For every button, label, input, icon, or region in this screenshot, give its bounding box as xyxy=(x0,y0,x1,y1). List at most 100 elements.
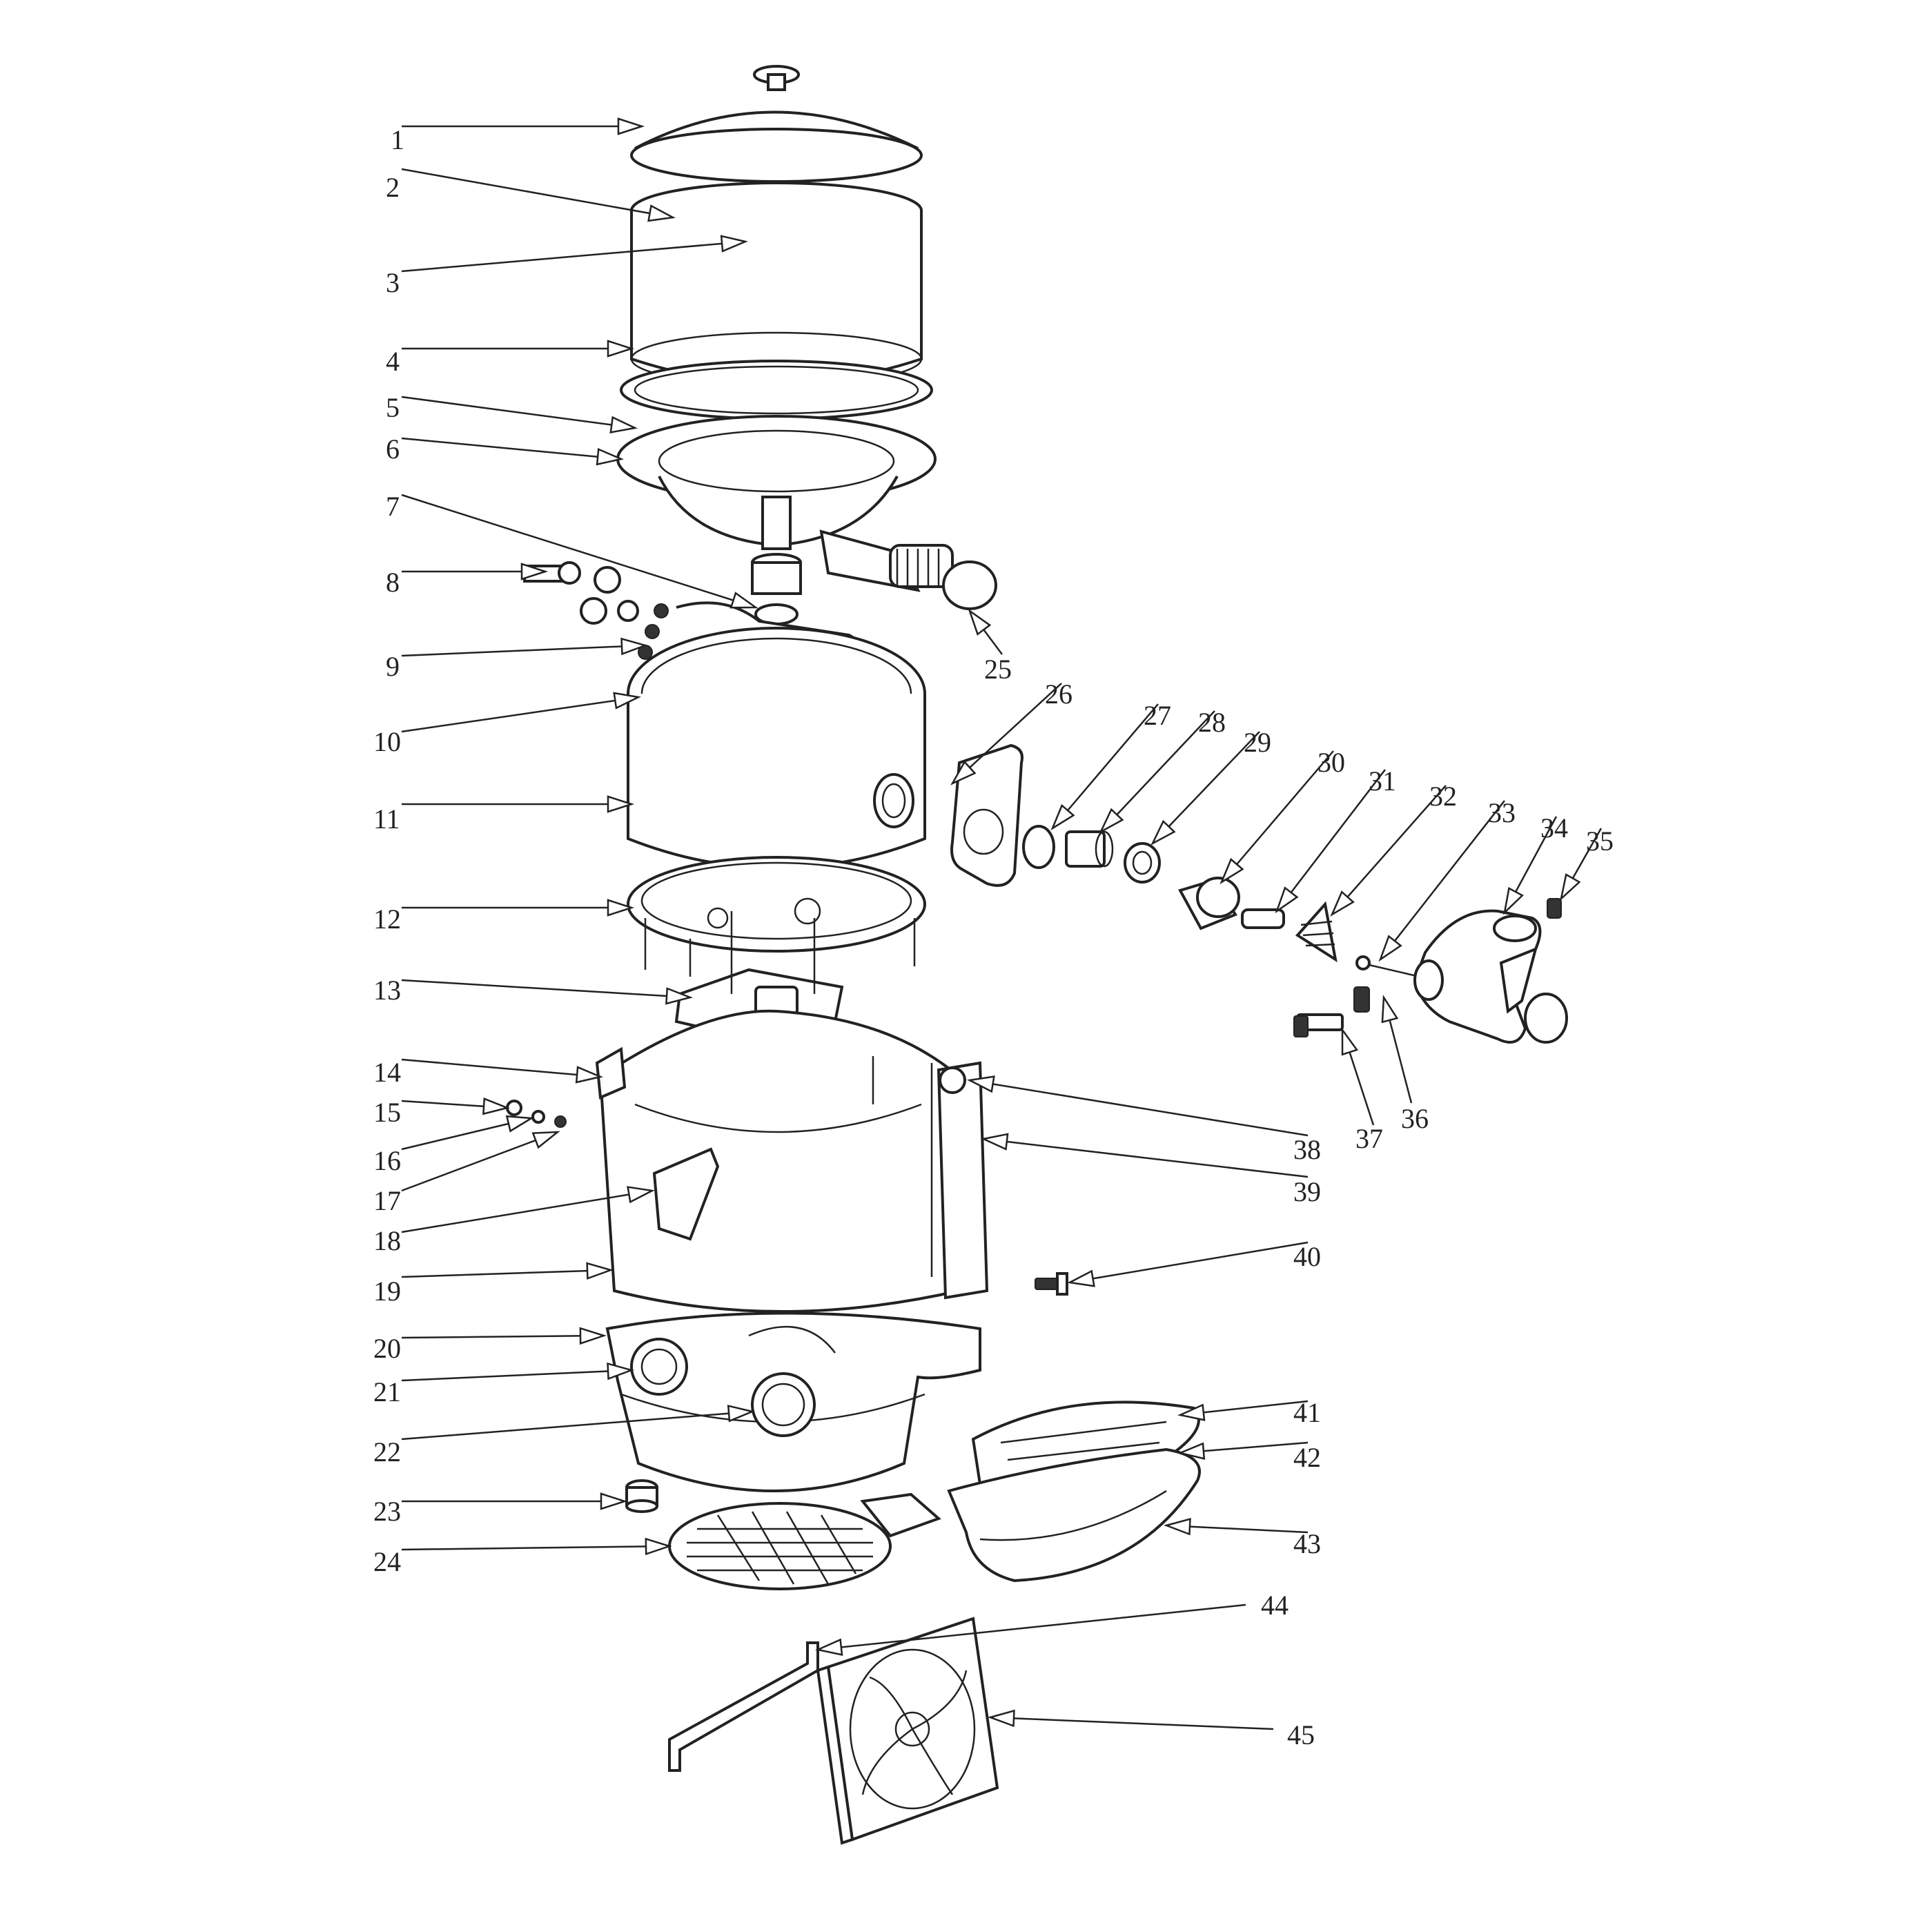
arrowhead-8 xyxy=(520,563,549,580)
callout-40: 40 xyxy=(1293,1241,1321,1272)
callout-10: 10 xyxy=(373,726,401,757)
arrowhead-2 xyxy=(647,204,676,222)
arrowhead-13 xyxy=(665,987,694,1005)
arrowhead-37 xyxy=(1341,1027,1359,1056)
callout-6: 6 xyxy=(386,433,400,465)
leader-line-14 xyxy=(401,1058,601,1078)
part-screw-37 xyxy=(1293,1013,1344,1037)
callout-42: 42 xyxy=(1293,1442,1321,1473)
callout-28: 28 xyxy=(1198,707,1226,738)
arrowhead-20 xyxy=(579,1327,607,1345)
part-ring-27 xyxy=(1022,825,1055,869)
callout-36: 36 xyxy=(1401,1103,1429,1134)
arrowhead-31 xyxy=(1275,886,1299,914)
callout-32: 32 xyxy=(1429,781,1457,812)
callout-9: 9 xyxy=(386,651,400,682)
arrowhead-10 xyxy=(613,692,642,710)
leader-line-3 xyxy=(401,240,746,273)
arrowhead-34 xyxy=(1503,886,1524,915)
arrowhead-1 xyxy=(617,117,645,135)
part-bowl-base xyxy=(616,415,954,592)
arrowhead-42 xyxy=(1177,1442,1206,1460)
part-drawings xyxy=(506,65,1568,1845)
arrowhead-44 xyxy=(814,1638,843,1656)
part-foot-23 xyxy=(625,1479,658,1513)
arrowhead-4 xyxy=(607,340,635,358)
callout-14: 14 xyxy=(373,1057,401,1088)
part-o-ring-25 xyxy=(942,560,997,610)
callout-15: 15 xyxy=(373,1097,401,1128)
part-housing xyxy=(506,1009,989,1313)
leader-line-26 xyxy=(952,683,1062,784)
leader-line-20 xyxy=(401,1334,605,1339)
arrowhead-11 xyxy=(607,795,635,813)
part-bowl xyxy=(630,211,923,387)
callout-19: 19 xyxy=(373,1276,401,1307)
arrowhead-45 xyxy=(987,1709,1015,1728)
leader-line-10 xyxy=(401,696,639,733)
part-fittings-8 xyxy=(523,561,639,625)
leader-line-13 xyxy=(401,979,691,999)
part-valve-30 xyxy=(1178,877,1240,930)
callout-labels: 1 2 3 4 5 6 7 8 9 10 11 12 13 14 15 16 1… xyxy=(373,124,1614,1750)
callout-20: 20 xyxy=(373,1333,401,1364)
arrowhead-25 xyxy=(968,608,992,636)
arrowhead-40 xyxy=(1066,1269,1095,1287)
callout-17: 17 xyxy=(373,1185,401,1216)
part-nut-28 xyxy=(1065,830,1114,868)
callout-12: 12 xyxy=(373,904,401,935)
arrowhead-5 xyxy=(609,416,638,433)
arrowhead-17 xyxy=(531,1131,560,1149)
arrowhead-28 xyxy=(1099,808,1124,834)
part-spring-32 xyxy=(1295,901,1338,963)
callout-38: 38 xyxy=(1293,1134,1321,1165)
part-spring-36 xyxy=(1353,986,1370,1013)
arrowhead-26 xyxy=(950,760,977,786)
arrowhead-36 xyxy=(1381,995,1399,1024)
leader-line-5 xyxy=(401,396,636,429)
callout-24: 24 xyxy=(373,1546,401,1577)
part-drip-tray xyxy=(947,1401,1201,1583)
callout-22: 22 xyxy=(373,1436,401,1467)
callout-31: 31 xyxy=(1369,765,1396,797)
leader-line-18 xyxy=(401,1189,653,1233)
callout-3: 3 xyxy=(386,267,400,298)
callout-25: 25 xyxy=(984,654,1012,685)
leader-line-38 xyxy=(969,1079,1309,1137)
callout-29: 29 xyxy=(1244,727,1271,758)
callout-27: 27 xyxy=(1144,700,1171,731)
callout-30: 30 xyxy=(1317,747,1345,778)
arrowhead-12 xyxy=(607,899,635,917)
arrowhead-14 xyxy=(575,1066,604,1084)
part-coupling xyxy=(751,553,802,625)
leader-line-29 xyxy=(1152,731,1260,844)
leader-lines xyxy=(401,117,1603,1730)
leader-line-22 xyxy=(401,1410,753,1441)
leader-line-40 xyxy=(1069,1241,1309,1284)
part-tap-34 xyxy=(1413,909,1568,1044)
arrowhead-16 xyxy=(505,1115,534,1133)
leader-line-28 xyxy=(1100,710,1215,832)
leader-line-33 xyxy=(1380,800,1505,960)
callout-13: 13 xyxy=(373,975,401,1006)
leader-line-24 xyxy=(401,1545,670,1551)
part-ring-29 xyxy=(1124,842,1161,884)
part-tank-base-plate xyxy=(627,856,926,977)
arrowhead-3 xyxy=(720,235,749,253)
arrowhead-41 xyxy=(1177,1403,1206,1421)
arrowhead-35 xyxy=(1559,873,1581,901)
part-fan-45 xyxy=(816,1617,999,1845)
arrowhead-38 xyxy=(966,1075,995,1093)
callout-21: 21 xyxy=(373,1376,401,1407)
leader-line-31 xyxy=(1276,769,1386,912)
callout-35: 35 xyxy=(1586,826,1614,857)
leader-line-30 xyxy=(1221,750,1334,883)
leader-line-7 xyxy=(401,494,756,609)
part-base xyxy=(605,1311,981,1492)
callout-37: 37 xyxy=(1355,1123,1383,1154)
callout-8: 8 xyxy=(386,567,400,598)
part-tank xyxy=(627,627,926,870)
arrowhead-15 xyxy=(482,1097,511,1115)
leader-line-39 xyxy=(983,1138,1309,1178)
